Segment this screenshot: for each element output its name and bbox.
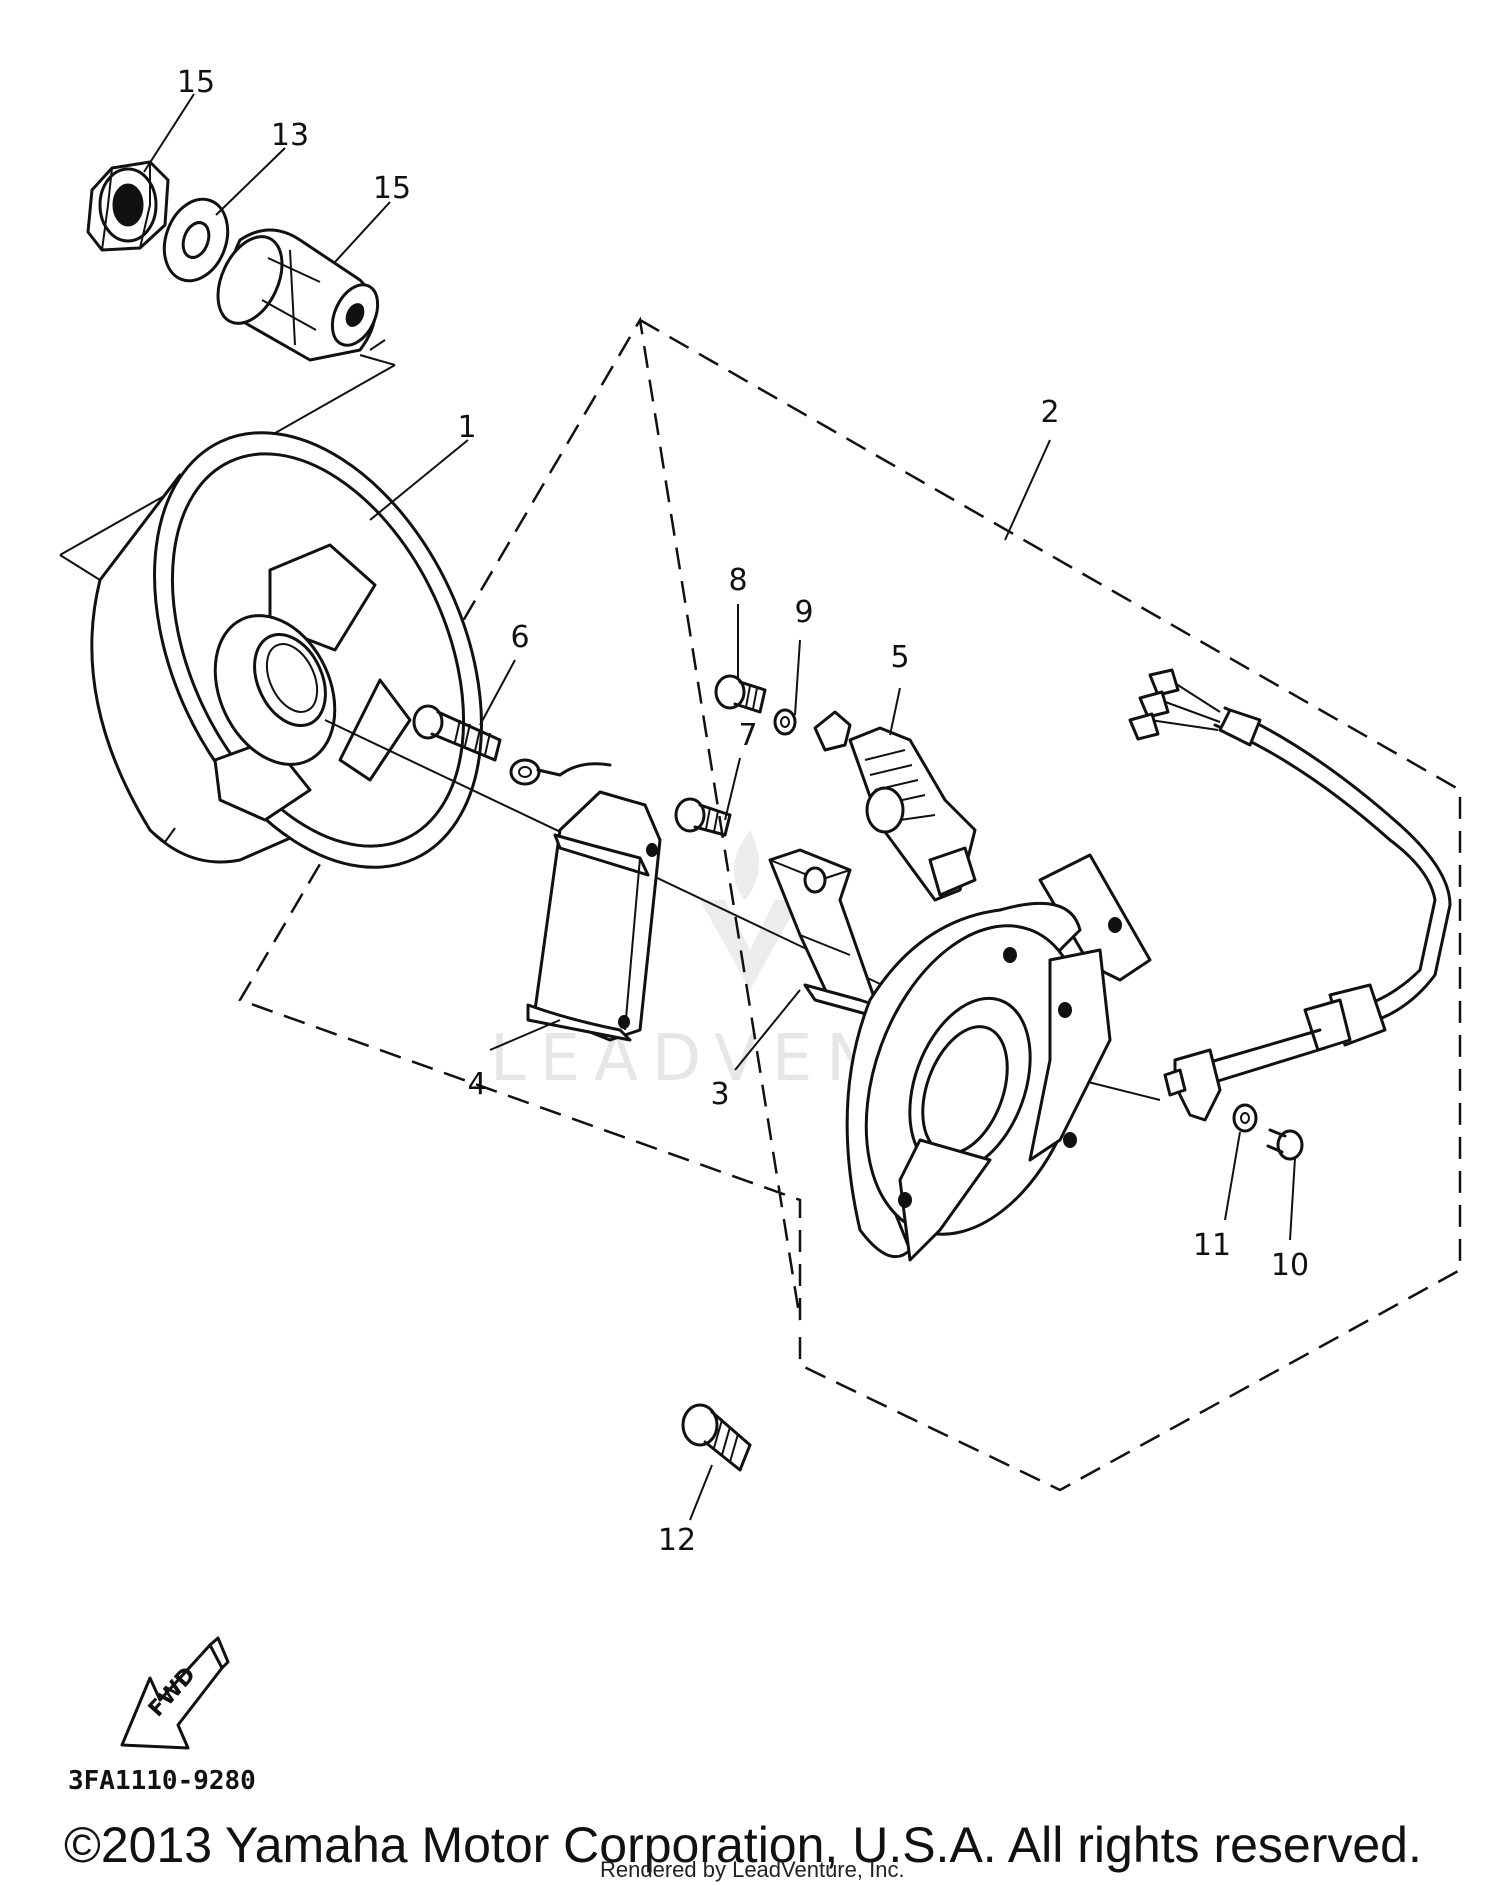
rendered-by-notice: Rendered by LeadVenture, Inc. — [600, 1857, 905, 1882]
callout-15: 15 — [373, 171, 411, 206]
ground-terminal-wire — [509, 758, 612, 786]
callout-9: 9 — [794, 595, 813, 630]
flywheel-rotor-part-1 — [90, 431, 483, 869]
forward-direction-arrow: FWD — [120, 1636, 230, 1750]
callout-5: 5 — [890, 640, 909, 675]
callout-10: 10 — [1271, 1248, 1309, 1283]
callout-3: 3 — [710, 1077, 729, 1112]
callout-1: 1 — [457, 410, 476, 445]
callout-labels: 15 13 15 1 2 6 7 8 9 5 4 3 10 11 12 — [177, 65, 1309, 1558]
screw-part-8 — [714, 674, 767, 714]
callout-leader-lines — [143, 93, 1296, 1521]
nut-part-14 — [86, 160, 170, 252]
assembly-boundary-dashed — [238, 316, 1462, 1492]
washer-part-11 — [1232, 1103, 1258, 1133]
callout-14: 15 — [177, 65, 215, 100]
callout-4: 4 — [467, 1067, 486, 1102]
callout-2: 2 — [1040, 395, 1059, 430]
callout-8: 8 — [728, 563, 747, 598]
callout-11: 11 — [1193, 1228, 1231, 1263]
callout-6: 6 — [510, 620, 529, 655]
wire-harness — [1128, 668, 1452, 1122]
stator-base-plate — [845, 853, 1152, 1262]
callout-13: 13 — [271, 118, 309, 153]
lighting-coil-part-5 — [813, 710, 977, 902]
copyright-notice: ©2013 Yamaha Motor Corporation, U.S.A. A… — [64, 1817, 1422, 1873]
bushing-part-15 — [216, 228, 380, 362]
bolt-part-6 — [412, 704, 502, 762]
callout-7: 7 — [738, 718, 757, 753]
washer-part-9 — [773, 708, 797, 736]
screw-part-7 — [674, 797, 732, 837]
pulser-coil-part-3 — [768, 848, 877, 1017]
source-coil-part-4 — [526, 790, 662, 1042]
callout-12: 12 — [658, 1523, 696, 1558]
screw-part-12 — [681, 1403, 752, 1472]
screw-part-10 — [1266, 1128, 1304, 1161]
washer-part-13 — [162, 197, 230, 283]
diagram-code: 3FA1110-9280 — [68, 1766, 256, 1796]
